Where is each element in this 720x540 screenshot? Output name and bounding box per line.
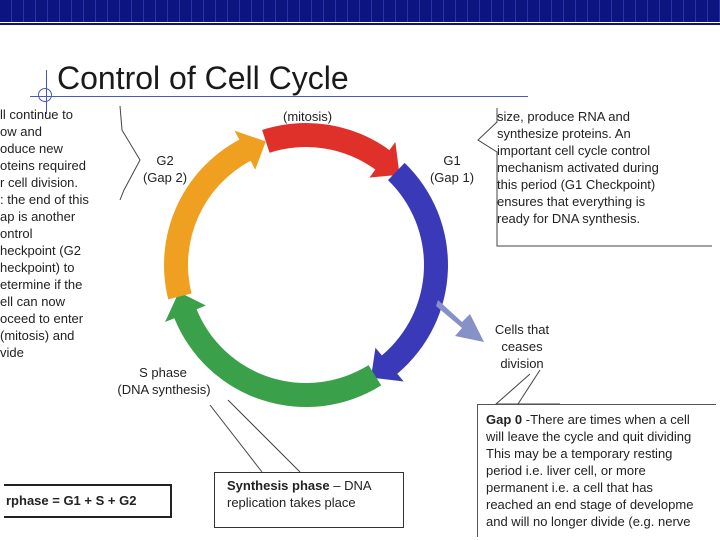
gap0-line-3: period i.e. liver cell, or more	[486, 463, 646, 478]
s-phase-label: S phase	[139, 365, 187, 380]
g0-pointer-2	[517, 369, 541, 405]
title-ornament-circle	[38, 88, 52, 102]
gap0-heading: Gap 0	[486, 412, 523, 427]
g2-note-line-14: vide	[0, 345, 24, 360]
g2-checkpoint-note: ll continue to ow and oduce new oteins requ…	[0, 106, 120, 364]
g2-note-line-10: etermine if the	[0, 277, 83, 292]
g1-note-line-1: synthesize proteins. An	[497, 126, 631, 141]
g2-note-line-0: ll continue to	[0, 107, 73, 122]
synthesis-rest: – DNA	[329, 478, 372, 493]
gap0-line-1: will leave the cycle and quit dividing	[486, 429, 692, 444]
synthesis-heading: Synthesis phase	[227, 478, 330, 493]
interphase-text: rphase = G1 + S + G2	[6, 493, 137, 508]
g0-exit-label-3: division	[500, 356, 544, 371]
s-phase-sublabel: (DNA synthesis)	[117, 382, 211, 397]
g2-note-line-1: ow and	[0, 124, 42, 139]
g1-note-line-0: size, produce RNA and	[497, 109, 630, 124]
gap0-line-6: and will no longer divide (e.g. nerve	[486, 514, 691, 529]
s-phase-pointer	[209, 404, 263, 473]
gap0-line-4: permanent i.e. a cell that has	[486, 480, 653, 495]
g2-note-line-3: oteins required	[0, 158, 86, 173]
g2-note-line-8: heckpoint (G2	[0, 243, 81, 258]
title-underline	[30, 96, 528, 97]
g0-exit-arrow	[436, 300, 484, 342]
g1-arc	[371, 162, 449, 382]
g2-sublabel: (Gap 2)	[142, 170, 188, 185]
g2-note-line-12: oceed to enter	[0, 311, 84, 326]
left-note-pointer	[119, 105, 141, 201]
header-divider	[0, 23, 720, 25]
g2-arc	[164, 130, 266, 300]
g2-note-line-5: : the end of this	[0, 192, 89, 207]
g0-exit-label-1: Cells that	[494, 322, 550, 337]
s-phase-arc	[165, 292, 382, 407]
synthesis-note: Synthesis phase – DNA replication takes …	[214, 472, 404, 528]
g2-note-line-7: ontrol	[0, 226, 33, 241]
header-bar	[0, 0, 720, 22]
g2-note-line-6: ap is another	[0, 209, 76, 224]
g1-label: G1	[443, 153, 461, 168]
g1-note-line-5: ensures that everything is	[497, 194, 646, 209]
g2-note-line-4: r cell division.	[0, 175, 79, 190]
s-phase-pointer-2	[227, 399, 301, 473]
g1-note-line-4: this period (G1 Checkpoint)	[497, 177, 656, 192]
g1-sublabel: (Gap 1)	[429, 170, 475, 185]
synthesis-line2: replication takes place	[227, 495, 356, 510]
mitosis-label: (mitosis)	[283, 109, 333, 124]
g1-checkpoint-note: size, produce RNA and synthesize proteins…	[497, 108, 709, 248]
mitosis-arc	[262, 123, 400, 178]
gap0-line-5: reached an end stage of developme	[486, 497, 694, 512]
gap0-line-0: -There are times when a cell	[522, 412, 690, 427]
g2-label: G2	[156, 153, 174, 168]
g1-note-line-3: mechanism activated during	[497, 160, 659, 175]
g2-note-line-13: (mitosis) and	[0, 328, 75, 343]
right-note-pointer	[477, 108, 712, 247]
g2-note-line-9: heckpoint) to	[0, 260, 75, 275]
g1-note-line-2: important cell cycle control	[497, 143, 651, 158]
g1-note-line-6: ready for DNA synthesis.	[497, 211, 641, 226]
gap0-note: Gap 0 -There are times when a cell will …	[477, 404, 716, 537]
g0-exit-label-2: ceases	[501, 339, 543, 354]
g2-note-line-2: oduce new	[0, 141, 63, 156]
gap0-line-2: This may be a temporary resting	[486, 446, 673, 461]
g2-note-line-11: ell can now	[0, 294, 66, 309]
page-title: Control of Cell Cycle	[57, 60, 349, 96]
interphase-note: rphase = G1 + S + G2	[4, 484, 172, 518]
